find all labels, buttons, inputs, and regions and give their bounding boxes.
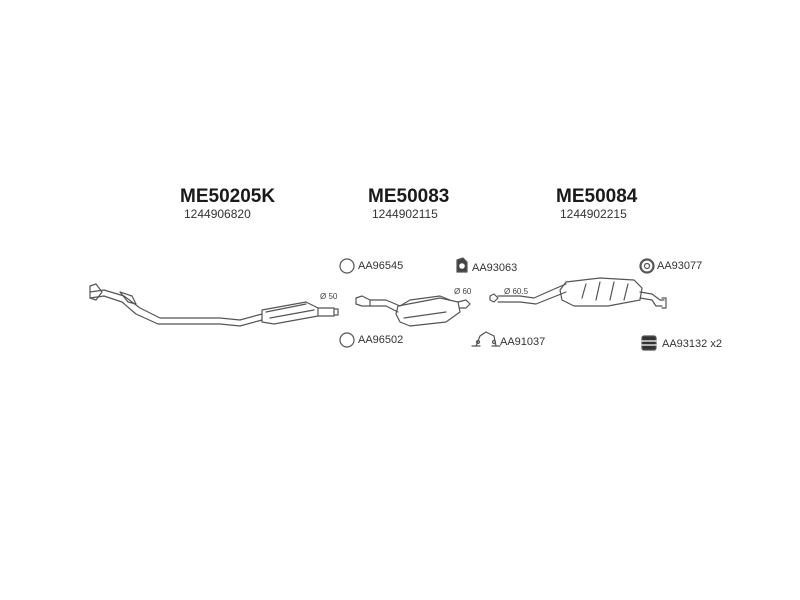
diameter-label-rear: Ø 60.5 — [504, 287, 529, 296]
part-code-rear: ME50084 — [556, 186, 638, 207]
part-number-rear: 1244902215 — [560, 207, 627, 221]
accessory-label: AA96502 — [358, 334, 404, 346]
middle-silencer[interactable] — [355, 295, 471, 327]
rubber-ring-icon[interactable] — [639, 258, 655, 274]
rubber-hanger-icon[interactable] — [641, 335, 657, 351]
accessory-label: AA96545 — [358, 260, 404, 272]
part-number-front: 1244906820 — [184, 207, 251, 221]
rear-silencer[interactable] — [489, 277, 667, 309]
front-pipe-catalyst[interactable] — [89, 283, 339, 327]
ring-gasket-icon[interactable] — [339, 332, 355, 348]
part-number-middle: 1244902115 — [372, 207, 438, 221]
part-code-middle: ME50083 — [368, 186, 450, 207]
ring-gasket-icon[interactable] — [339, 258, 355, 274]
part-code-front: ME50205K — [180, 186, 276, 207]
diameter-label-front: Ø 50 — [320, 292, 338, 301]
clamp-bracket-icon[interactable] — [471, 331, 501, 347]
accessory-label: AA91037 — [500, 336, 546, 348]
accessory-label: AA93077 — [657, 260, 703, 272]
accessory-label: AA93063 — [472, 262, 518, 274]
rubber-mount-icon[interactable] — [456, 257, 468, 273]
accessory-label: AA93132 x2 — [662, 338, 722, 350]
diameter-label-middle: Ø 60 — [454, 287, 472, 296]
